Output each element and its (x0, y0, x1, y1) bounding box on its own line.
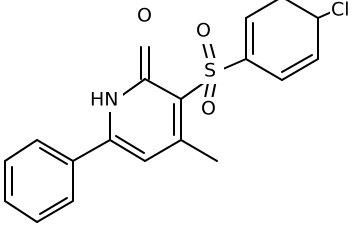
bond-s-aryl (222, 58, 247, 70)
bond-ph-inner-1 (39, 147, 68, 165)
bond-ph-inner-3 (39, 197, 68, 215)
bond-aryl4-aryl5 (285, 0, 319, 19)
bond-c4-c5 (144, 139, 182, 162)
ring-nitrogen-label: HN (90, 89, 119, 111)
carbonyl-oxygen-label: O (137, 5, 152, 27)
bond-c2-c3 (144, 78, 182, 100)
sulfur-label: S (204, 60, 216, 82)
bond-c5-c6-inner (115, 135, 145, 154)
bond-aryl2-aryl3 (281, 58, 319, 81)
bond-methyl (180, 139, 218, 162)
chemical-structure-diagram: Cl O HN S O O (4, 0, 362, 223)
bond-aryl1-aryl2 (245, 58, 283, 81)
bond-ph5-ph6 (36, 200, 74, 223)
bond-aryl2-aryl3-inner (281, 54, 313, 73)
atom-labels: Cl O HN S O O (89, 0, 362, 121)
bond-ph2-ph3 (4, 139, 38, 162)
bond-ph4-ph5 (4, 200, 38, 223)
chlorine-label: Cl (331, 0, 350, 21)
bond-c6-phenyl (72, 139, 111, 162)
bond-lines (4, 0, 337, 223)
bond-ph1-ph2 (36, 139, 74, 162)
bond-c5-c6 (109, 139, 146, 162)
bond-aryl5-aryl6 (245, 0, 279, 19)
sulfonyl-oxygen-upper-label: O (196, 20, 211, 42)
bond-c3-s (180, 81, 206, 100)
sulfonyl-oxygen-lower-label: O (201, 98, 216, 120)
